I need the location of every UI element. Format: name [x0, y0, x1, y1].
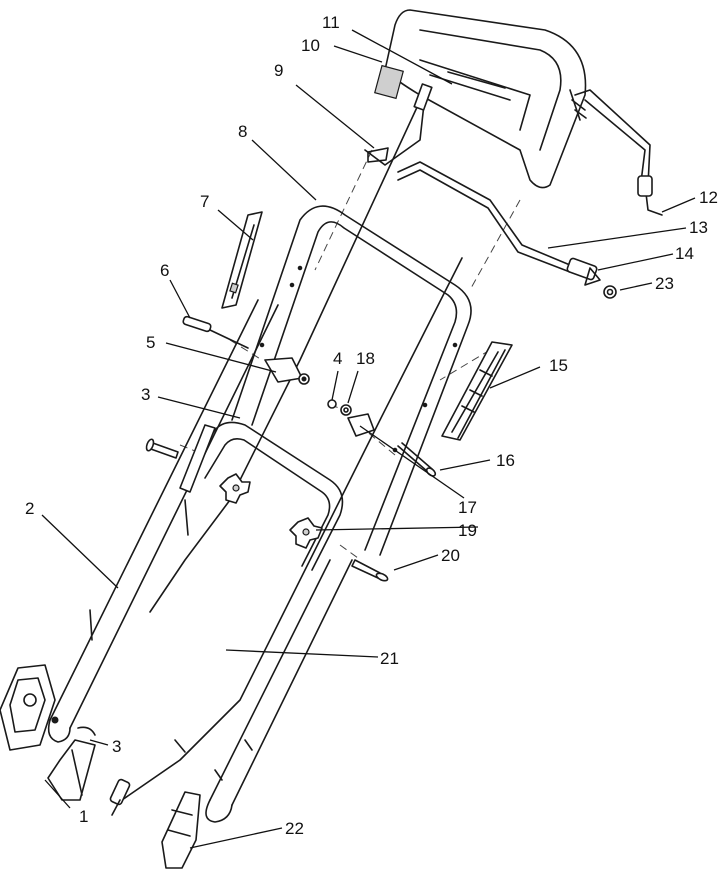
callout-13: 13: [689, 218, 708, 237]
cable-clamp-5: [264, 357, 310, 385]
callout-7: 7: [200, 192, 209, 211]
pin-6: [182, 315, 249, 349]
callout-20: 20: [441, 546, 460, 565]
upper-handle: [231, 205, 472, 556]
callout-5: 5: [146, 333, 155, 352]
knob-left: [219, 473, 251, 504]
bracket-15: [441, 341, 513, 441]
callout-2: 2: [25, 499, 34, 518]
assembly-guide-lines: [179, 149, 521, 559]
callout-15: 15: [549, 356, 568, 375]
callout-23: 23: [655, 274, 674, 293]
bolt-16: [397, 442, 437, 477]
lower-handle-frame: [189, 421, 353, 823]
callout-4: 4: [333, 349, 342, 368]
callout-22: 22: [285, 819, 304, 838]
callout-1: 1: [79, 807, 88, 826]
tube-end-22: [161, 791, 201, 869]
callout-11: 11: [322, 13, 340, 32]
callout-labels: 1 2 3 3 4 5 6 7 8 9 10 11 12 13 14 15 16…: [25, 13, 718, 838]
callout-8: 8: [238, 122, 247, 141]
drive-rod: [397, 161, 617, 299]
callout-17: 17: [458, 498, 477, 517]
leader-lines: [41, 29, 696, 849]
callout-19: 19: [458, 521, 477, 540]
height-adjust-bracket: [0, 664, 96, 801]
bolt-left: [145, 424, 216, 493]
lower-handle-left-tube: [47, 299, 279, 743]
knob-19: [289, 517, 323, 549]
callout-3-lower: 3: [112, 737, 121, 756]
control-bar-assembly: [374, 9, 651, 191]
callout-12: 12: [699, 188, 718, 207]
callout-9: 9: [274, 61, 283, 80]
callout-6: 6: [160, 261, 169, 280]
bail-rod-end: [637, 175, 663, 216]
callout-18: 18: [356, 349, 375, 368]
bolt-20: [351, 559, 389, 582]
callout-10: 10: [301, 36, 320, 55]
callout-3-upper: 3: [141, 385, 150, 404]
callout-21: 21: [380, 649, 399, 668]
bracket-7: [221, 211, 263, 309]
callout-16: 16: [496, 451, 515, 470]
callout-14: 14: [675, 244, 694, 263]
